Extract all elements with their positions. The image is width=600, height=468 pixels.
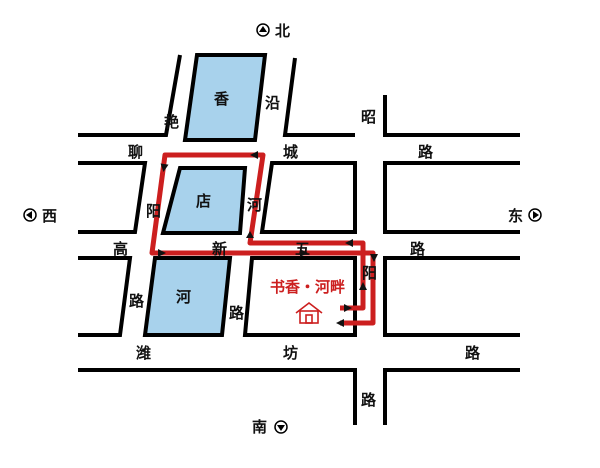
- svg-text:五: 五: [295, 240, 310, 258]
- svg-text:坊: 坊: [283, 344, 298, 362]
- svg-text:路: 路: [229, 304, 245, 322]
- route-1: [149, 152, 376, 326]
- svg-text:路: 路: [465, 344, 481, 362]
- svg-text:河: 河: [176, 288, 191, 306]
- svg-text:南: 南: [252, 418, 267, 436]
- svg-text:聊: 聊: [128, 143, 143, 161]
- arrow-up-icon: [256, 23, 270, 37]
- svg-text:东: 东: [508, 207, 523, 225]
- svg-text:店: 店: [196, 192, 211, 210]
- street-blocks: [78, 54, 520, 425]
- svg-text:阳: 阳: [362, 264, 377, 282]
- svg-text:河: 河: [247, 196, 262, 214]
- route-lines: [149, 151, 378, 327]
- svg-text:潍: 潍: [136, 344, 151, 362]
- svg-text:路: 路: [361, 391, 377, 409]
- park-he: [142, 256, 233, 337]
- street-labels: 艳 阳 路 沿 昭 阳 聊 城 路 高 新 五 路 潍 坊 路 路 河 路: [113, 94, 481, 409]
- compass-west: 西: [23, 207, 57, 225]
- svg-text:阳: 阳: [146, 202, 161, 220]
- arrow-left-icon: [23, 208, 37, 222]
- svg-text:北: 北: [275, 22, 290, 40]
- svg-text:艳: 艳: [164, 113, 179, 131]
- destination: 书香・河畔: [270, 278, 345, 324]
- svg-text:昭: 昭: [361, 108, 376, 126]
- parks: [142, 53, 268, 337]
- arrow-right-icon: [528, 208, 542, 222]
- house-icon: [295, 301, 323, 324]
- park-xiang: [182, 53, 268, 142]
- svg-text:沿: 沿: [265, 94, 280, 112]
- svg-text:高: 高: [113, 240, 128, 258]
- svg-text:香: 香: [214, 90, 229, 108]
- arrow-down-icon: [274, 420, 288, 434]
- route-arrows: [158, 151, 378, 327]
- svg-text:路: 路: [418, 143, 434, 161]
- compass-south: 南: [252, 418, 288, 436]
- svg-text:新: 新: [212, 240, 227, 258]
- destination-label: 书香・河畔: [270, 278, 345, 296]
- park-labels: 香 店 河: [176, 90, 229, 306]
- compass-east: 东: [508, 207, 542, 225]
- svg-text:西: 西: [42, 207, 57, 225]
- svg-text:路: 路: [129, 292, 145, 310]
- svg-text:路: 路: [410, 240, 426, 258]
- park-dian: [160, 166, 248, 235]
- svg-text:城: 城: [283, 143, 298, 161]
- compass-north: 北: [256, 22, 290, 40]
